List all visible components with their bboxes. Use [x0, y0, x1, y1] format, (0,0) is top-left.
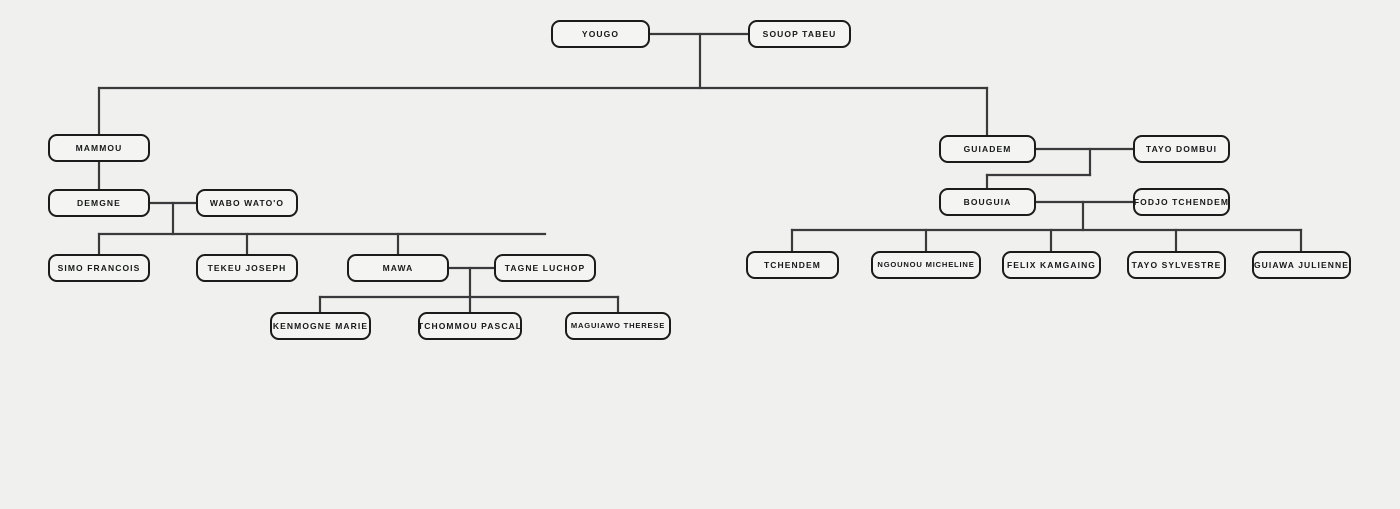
person-node-kenmogne_marie[interactable]: KENMOGNE MARIE [270, 312, 371, 340]
person-node-label: TCHOMMOU PASCAL [417, 320, 523, 331]
person-node-label: MAWA [382, 262, 414, 273]
person-node-yougo[interactable]: YOUGO [551, 20, 650, 48]
person-node-label: SOUOP TABEU [762, 28, 837, 39]
person-node-label: NGOUNOU MICHELINE [877, 260, 975, 270]
person-node-label: TAYO SYLVESTRE [1131, 259, 1222, 270]
person-node-guiadem[interactable]: GUIADEM [939, 135, 1036, 163]
person-node-maguiawo_therese[interactable]: MAGUIAWO THERESE [565, 312, 671, 340]
person-node-tayo_dombui[interactable]: TAYO DOMBUI [1133, 135, 1230, 163]
person-node-label: YOUGO [581, 28, 620, 39]
person-node-bouguia[interactable]: BOUGUIA [939, 188, 1036, 216]
person-node-mawa[interactable]: MAWA [347, 254, 449, 282]
person-node-ngounou_micheline[interactable]: NGOUNOU MICHELINE [871, 251, 981, 279]
person-node-felix_kamgaing[interactable]: FELIX KAMGAING [1002, 251, 1101, 279]
person-node-label: GUIAWA JULIENNE [1253, 259, 1350, 270]
person-node-label: FELIX KAMGAING [1006, 259, 1097, 270]
person-node-label: GUIADEM [963, 143, 1012, 154]
person-node-label: SIMO FRANCOIS [57, 262, 141, 273]
person-node-simo_francois[interactable]: SIMO FRANCOIS [48, 254, 150, 282]
person-node-label: BOUGUIA [963, 196, 1012, 207]
person-node-label: WABO WATO'O [209, 197, 285, 208]
person-node-label: MAMMOU [75, 142, 123, 153]
person-node-tayo_sylvestre[interactable]: TAYO SYLVESTRE [1127, 251, 1226, 279]
person-node-fodjo_tchendem[interactable]: FODJO TCHENDEM [1133, 188, 1230, 216]
person-node-mammou[interactable]: MAMMOU [48, 134, 150, 162]
person-node-wabo_watoo[interactable]: WABO WATO'O [196, 189, 298, 217]
person-node-label: KENMOGNE MARIE [272, 320, 369, 331]
person-node-tagne_luchop[interactable]: TAGNE LUCHOP [494, 254, 596, 282]
person-node-label: DEMGNE [77, 197, 121, 208]
person-node-label: TEKEU JOSEPH [207, 262, 287, 273]
person-node-tchommou_pascal[interactable]: TCHOMMOU PASCAL [418, 312, 522, 340]
person-node-guiawa_julienne[interactable]: GUIAWA JULIENNE [1252, 251, 1351, 279]
person-node-tekeu_joseph[interactable]: TEKEU JOSEPH [196, 254, 298, 282]
person-node-demgne[interactable]: DEMGNE [48, 189, 150, 217]
person-node-label: TAYO DOMBUI [1145, 143, 1218, 154]
person-node-tchendem[interactable]: TCHENDEM [746, 251, 839, 279]
person-node-label: TAGNE LUCHOP [504, 262, 586, 273]
person-node-label: TCHENDEM [764, 259, 821, 270]
person-node-label: MAGUIAWO THERESE [570, 321, 666, 331]
person-node-label: FODJO TCHENDEM [1133, 196, 1230, 207]
person-node-souop_tabeu[interactable]: SOUOP TABEU [748, 20, 851, 48]
